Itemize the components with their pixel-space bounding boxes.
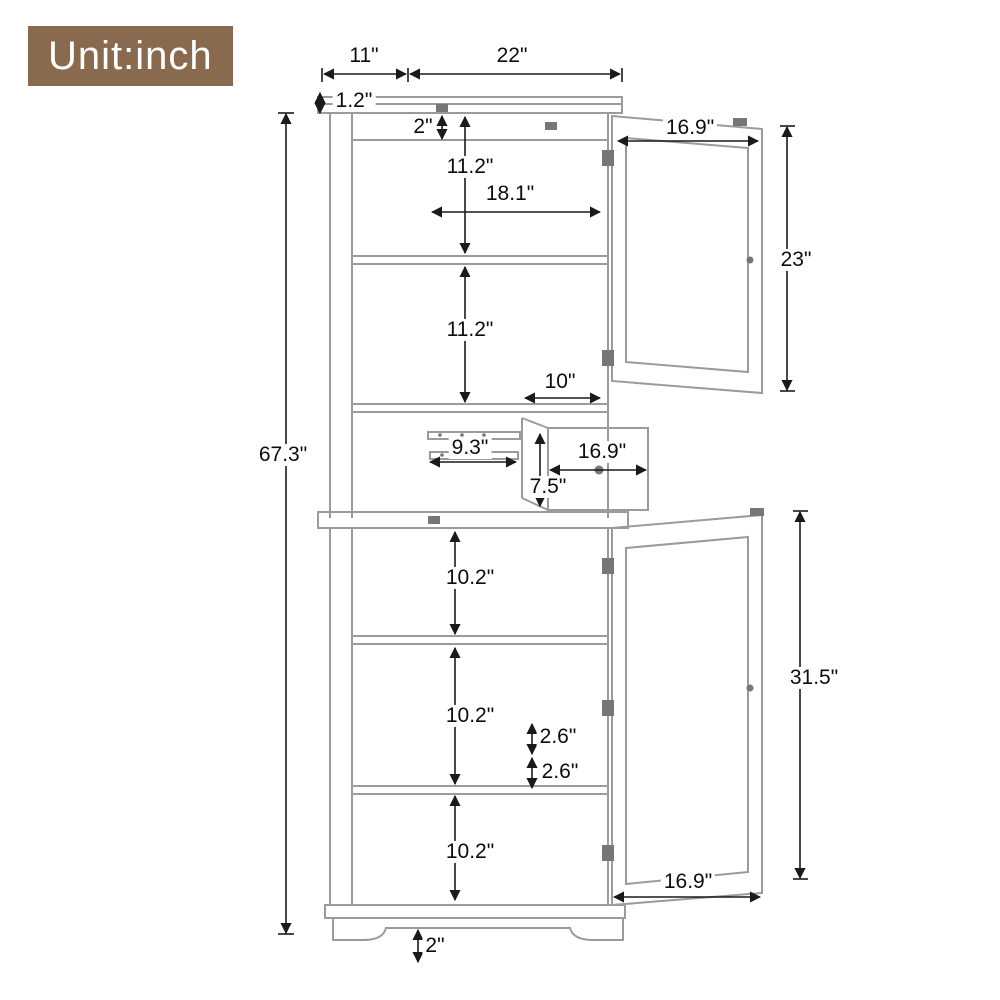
mid-board	[317, 511, 629, 529]
lower-door-hinge	[602, 845, 614, 861]
dim-top-thickness: 1.2"	[332, 89, 376, 113]
upper-shelves	[352, 255, 608, 413]
upper-door-knob	[746, 256, 754, 264]
top-bracket	[436, 104, 448, 112]
dim-lower-shelf-space-2: 10.2"	[442, 704, 498, 728]
dim-drawer-slide-length: 9.3"	[448, 436, 492, 460]
dim-lower-shelf-space-1: 10.2"	[442, 566, 498, 590]
cabinet-hardware	[428, 104, 764, 861]
dim-overall-height: 67.3"	[255, 443, 311, 467]
dim-shelf-depth: 10"	[541, 370, 579, 394]
lower-door-hinge	[602, 700, 614, 716]
top-bracket	[545, 122, 557, 130]
dim-interior-width: 18.1"	[482, 182, 538, 206]
dimension-arrows	[278, 68, 808, 964]
dim-lower-door-width: 16.9"	[660, 870, 716, 894]
dim-lower-shelf-space-3: 10.2"	[442, 840, 498, 864]
dim-top-width: 22"	[493, 44, 531, 68]
dim-drawer-width: 16.9"	[574, 440, 630, 464]
drawer	[521, 417, 649, 511]
base-plinth	[332, 918, 624, 941]
dim-lower-door-height: 31.5"	[786, 666, 842, 690]
dim-upper-door-height: 23"	[777, 248, 815, 272]
dim-base-height: 2"	[422, 934, 448, 958]
upper-door	[611, 114, 763, 395]
upper-door-hinge	[602, 350, 614, 366]
dim-upper-shelf-space-2: 11.2"	[443, 318, 497, 342]
bottom-board	[324, 904, 626, 919]
lower-door-top-hinge	[750, 508, 764, 516]
unit-badge: Unit:inch	[28, 26, 233, 86]
lower-door-hinge	[602, 558, 614, 574]
dim-top-frame-width: 2"	[410, 115, 436, 139]
lower-shelves	[352, 635, 608, 795]
mid-bracket	[428, 516, 440, 524]
dim-upper-door-width: 16.9"	[662, 116, 718, 140]
upper-door-hinge	[602, 150, 614, 166]
lower-door	[611, 513, 763, 907]
door-top-hinge	[733, 118, 747, 126]
cabinet-body	[317, 96, 763, 941]
dim-top-depth: 11"	[346, 44, 382, 68]
dim-upper-shelf-space-1: 11.2"	[443, 155, 497, 179]
dim-shelf-gap-2: 2.6"	[538, 760, 582, 784]
dim-drawer-height: 7.5"	[526, 475, 570, 499]
dim-shelf-gap-1: 2.6"	[536, 725, 580, 749]
lower-door-knob	[746, 684, 754, 692]
